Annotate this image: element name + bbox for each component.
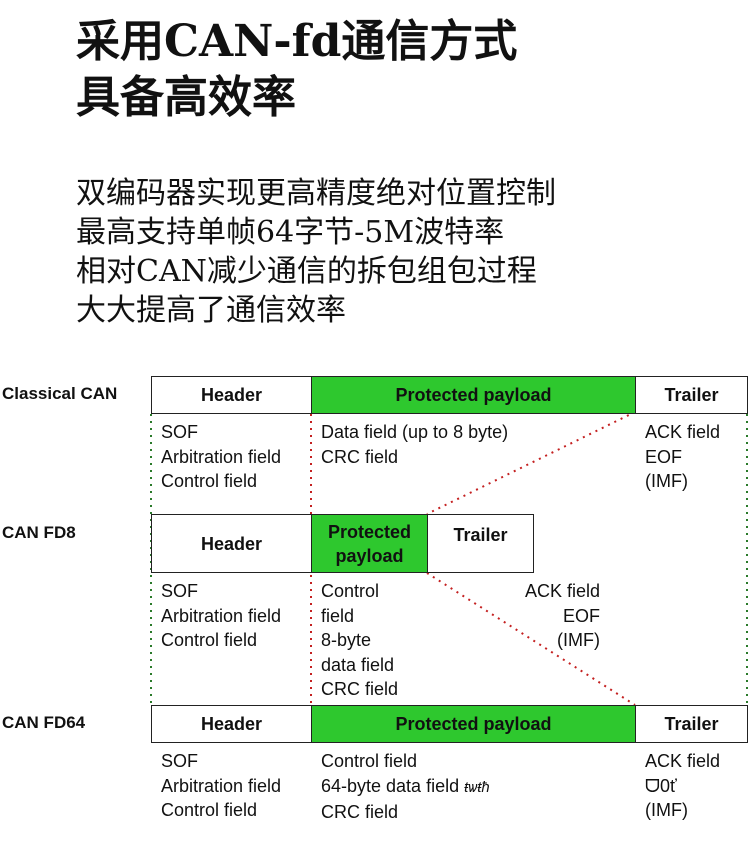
field-label: field [321, 605, 355, 626]
garbled-text: ŧѡŧħ [464, 778, 490, 796]
fd64-header-fields: SOF Arbitration field Control field [161, 749, 281, 823]
slide-title: 采用CAN-fd通信方式 具备高效率 [76, 14, 517, 126]
classical-header-box: Header [151, 376, 312, 414]
field-label: (IMF) [645, 800, 688, 820]
fd64-header-box: Header [151, 705, 312, 743]
feature-line: 大大提高了通信效率 [76, 293, 346, 328]
field-label: CRC field [321, 446, 399, 467]
field-label: ACK field [524, 581, 600, 601]
field-label: 8-byte [321, 630, 372, 650]
title-line-1: 采用CAN-fd通信方式 [76, 16, 518, 67]
fd8-trailer-box: Trailer [427, 514, 534, 573]
row-label-can-fd8: CAN FD8 [2, 523, 76, 542]
fd64-trailer-box: Trailer [635, 705, 748, 743]
feature-line: 最高支持单帧64字节-5M波特率 [76, 215, 505, 250]
field-label-text: 64-byte data field [321, 775, 460, 796]
fd64-trailer-fields: ACK field ᗜ0ť (IMF) [645, 749, 720, 823]
row-label-can-fd64: CAN FD64 [2, 713, 86, 732]
field-label: EOF [562, 605, 600, 626]
fd8-header-box: Header [151, 514, 312, 573]
field-label: CRC field [321, 802, 399, 822]
field-label: (IMF) [645, 471, 688, 491]
feature-line: 相对CAN减少通信的拆包组包过程 [76, 254, 537, 289]
classical-trailer-box: Trailer [635, 376, 748, 414]
field-label: Arbitration field [161, 775, 282, 796]
field-label: Control field [161, 800, 258, 820]
field-label: Control field [161, 630, 258, 650]
fd64-payload-box: Protected payload [311, 705, 636, 743]
classical-trailer-fields: ACK field EOF (IMF) [645, 420, 720, 494]
fd8-payload-line2: payload [335, 545, 404, 566]
field-label: Control field [321, 751, 418, 771]
fd8-payload-fields: Control field 8-byte data field CRC fiel… [321, 579, 398, 702]
fd64-payload-fields: Control field 64-byte data field ŧѡŧħ CR… [321, 749, 490, 825]
title-line-2: 具备高效率 [76, 72, 296, 123]
field-label: (IMF) [557, 630, 600, 650]
feature-list: 双编码器实现更高精度绝对位置控制 最高支持单帧64字节-5M波特率 相对CAN减… [76, 174, 556, 330]
classical-header-fields: SOF Arbitration field Control field [161, 420, 281, 494]
classical-payload-box: Protected payload [311, 376, 636, 414]
field-label: Arbitration field [161, 605, 282, 626]
field-label: CRC field [321, 679, 399, 699]
field-label: Data field (up to 8 byte) [321, 422, 509, 442]
classical-payload-fields: Data field (up to 8 byte) CRC field [321, 420, 508, 469]
field-label: ACK field [645, 422, 721, 442]
field-label: data field [321, 654, 395, 675]
fd8-payload-box: Protected payload [311, 514, 428, 573]
fd8-trailer-fields: ACK field EOF (IMF) [480, 579, 600, 653]
field-label: ACK field [645, 751, 721, 771]
field-label: Control [321, 581, 380, 601]
field-label: 64-byte data field ŧѡŧħ [321, 774, 490, 801]
field-label: ᗜ0ť [645, 775, 677, 796]
field-label: EOF [645, 446, 683, 467]
field-label: SOF [161, 422, 199, 442]
fd8-payload-line1: Protected [327, 521, 412, 542]
fd8-header-fields: SOF Arbitration field Control field [161, 579, 281, 653]
field-label: Control field [161, 471, 258, 491]
feature-line: 双编码器实现更高精度绝对位置控制 [76, 176, 556, 211]
field-label: SOF [161, 751, 199, 771]
field-label: SOF [161, 581, 199, 601]
row-label-classical-can: Classical CAN [2, 384, 118, 403]
field-label: Arbitration field [161, 446, 282, 467]
